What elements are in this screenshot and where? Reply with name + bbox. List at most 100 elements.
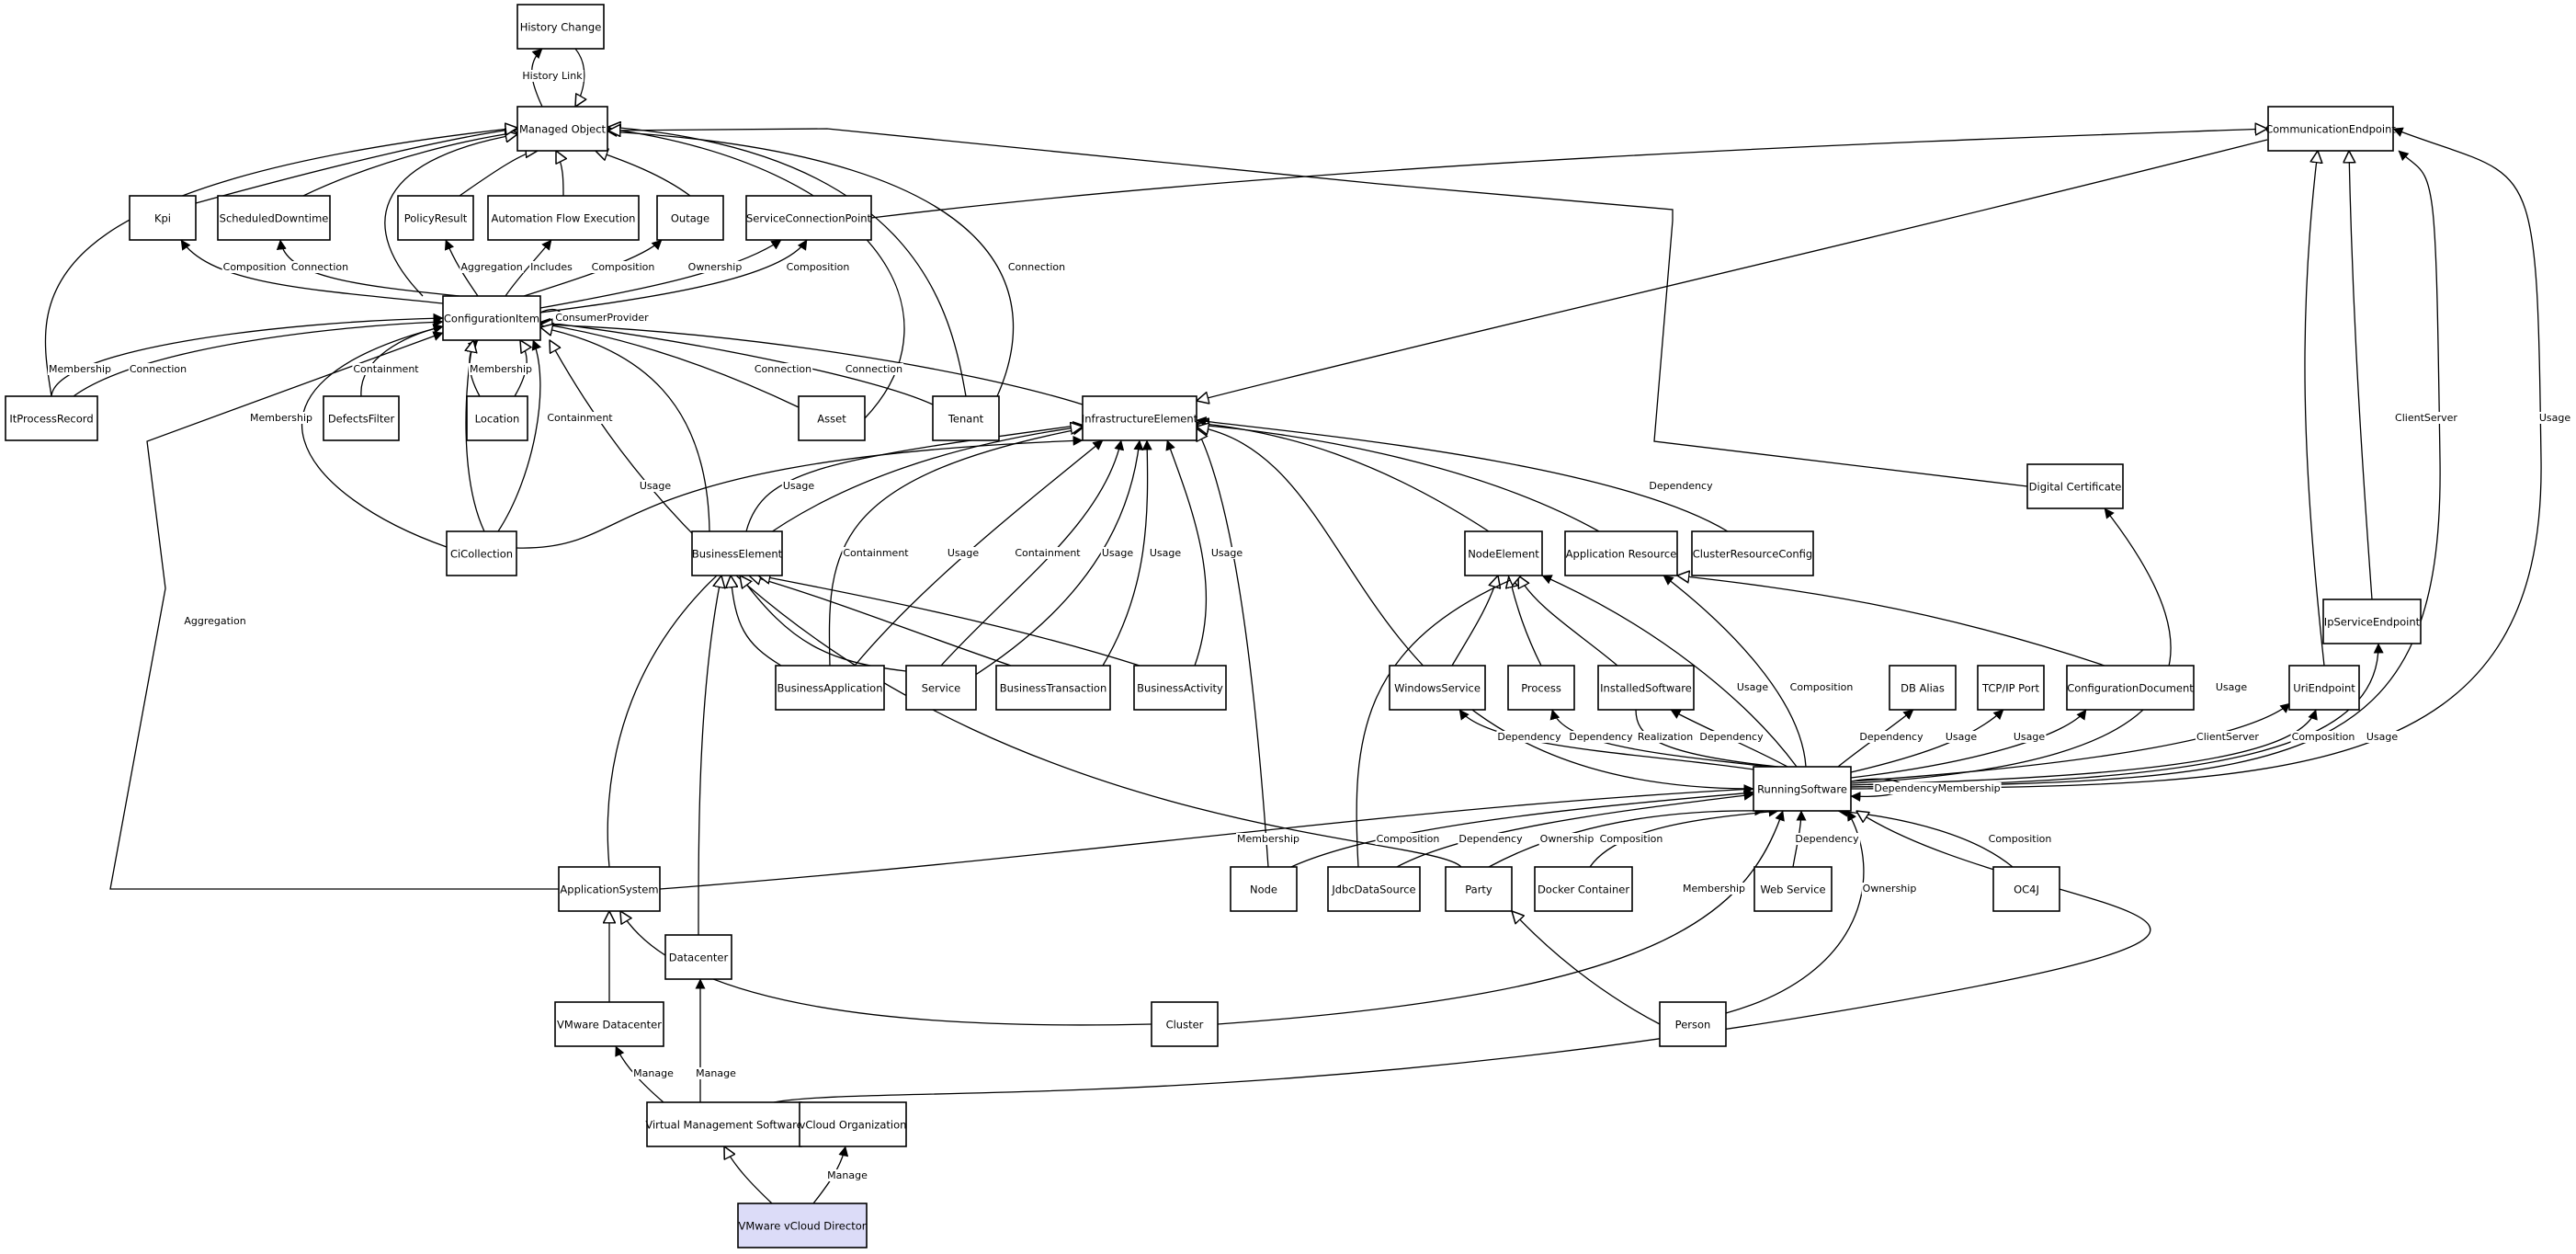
node-box[interactable] [2267,106,2394,152]
node-box[interactable] [2288,665,2360,711]
node-docker-container[interactable]: Docker Container [1534,866,1633,912]
node-box[interactable] [1691,530,1814,576]
node-box[interactable] [1230,866,1298,912]
node-service-connection-point[interactable]: ServiceConnectionPoint [745,195,872,241]
node-asset[interactable]: Asset [798,395,866,441]
node-box[interactable] [691,530,783,576]
node-defects-filter[interactable]: DefectsFilter [323,395,400,441]
node-business-application[interactable]: BusinessApplication [775,665,885,711]
node-tenant[interactable]: Tenant [932,395,1000,441]
node-box[interactable] [1753,766,1852,812]
node-policy-result[interactable]: PolicyResult [397,195,474,241]
node-history-change[interactable]: History Change [516,4,605,50]
node-infrastructure-element[interactable]: InfrastructureElement [1082,395,1198,441]
node-process[interactable]: Process [1507,665,1575,711]
node-business-element[interactable]: BusinessElement [691,530,783,576]
node-box[interactable] [1597,665,1695,711]
node-ip-service-endpoint[interactable]: IpServiceEndpoint [2322,598,2422,644]
node-application-resource[interactable]: Application Resource [1564,530,1678,576]
node-box[interactable] [1327,866,1421,912]
node-box[interactable] [1889,665,1957,711]
node-box[interactable] [664,934,732,980]
edge-installed-software-to-node-element [1518,576,1618,667]
node-vmware-vcloud-director[interactable]: VMware vCloud Director [737,1203,868,1248]
node-box[interactable] [1659,1001,1727,1047]
node-box[interactable] [487,195,640,241]
node-box[interactable] [656,195,724,241]
node-managed-object[interactable]: Managed Object [516,106,608,152]
node-location[interactable]: Location [466,395,528,441]
node-box[interactable] [5,395,98,441]
node-configuration-item[interactable]: ConfigurationItem [442,295,541,341]
node-party[interactable]: Party [1445,866,1513,912]
node-windows-service[interactable]: WindowsService [1389,665,1486,711]
node-box[interactable] [1753,866,1833,912]
node-box[interactable] [1445,866,1513,912]
node-box[interactable] [323,395,400,441]
node-running-software[interactable]: RunningSoftware [1753,766,1852,812]
node-box[interactable] [1564,530,1678,576]
node-box[interactable] [1507,665,1575,711]
node-box[interactable] [466,395,528,441]
node-box[interactable] [397,195,474,241]
node-box[interactable] [1389,665,1486,711]
node-box[interactable] [446,530,517,576]
node-ci-collection[interactable]: CiCollection [446,530,517,576]
node-box[interactable] [2322,598,2422,644]
node-box[interactable] [516,4,605,50]
node-configuration-document[interactable]: ConfigurationDocument [2066,665,2195,711]
node-box[interactable] [737,1203,868,1248]
node-tcpip-port[interactable]: TCP/IP Port [1977,665,2045,711]
node-box[interactable] [2026,463,2124,509]
node-box[interactable] [775,665,885,711]
node-automation-flow-execution[interactable]: Automation Flow Execution [487,195,640,241]
node-box[interactable] [798,395,866,441]
node-box[interactable] [995,665,1111,711]
node-box[interactable] [217,195,331,241]
node-box[interactable] [129,195,197,241]
node-digital-certificate[interactable]: Digital Certificate [2026,463,2124,509]
node-box[interactable] [905,665,977,711]
node-box[interactable] [745,195,872,241]
node-application-system[interactable]: ApplicationSystem [558,866,661,912]
node-vcloud-organization[interactable]: vCloud Organization [799,1101,907,1147]
node-communication-endpoint[interactable]: CommunicationEndpoint [2265,106,2396,152]
node-box[interactable] [1133,665,1227,711]
node-person[interactable]: Person [1659,1001,1727,1047]
node-cluster[interactable]: Cluster [1151,1001,1219,1047]
node-box[interactable] [1082,395,1197,441]
node-scheduled-downtime[interactable]: ScheduledDowntime [217,195,331,241]
node-box[interactable] [442,295,541,341]
node-box[interactable] [799,1101,907,1147]
node-node-element[interactable]: NodeElement [1464,530,1543,576]
node-node[interactable]: Node [1230,866,1298,912]
node-box[interactable] [554,1001,664,1047]
node-box[interactable] [1977,665,2045,711]
node-it-process-record[interactable]: ItProcessRecord [5,395,98,441]
node-box[interactable] [558,866,661,912]
node-jdbc-data-source[interactable]: JdbcDataSource [1327,866,1421,912]
node-box[interactable] [2066,665,2195,711]
node-installed-software[interactable]: InstalledSoftware [1597,665,1695,711]
node-box[interactable] [1992,866,2060,912]
node-box[interactable] [1464,530,1543,576]
node-box[interactable] [516,106,608,152]
node-box[interactable] [1534,866,1633,912]
node-service[interactable]: Service [905,665,977,711]
node-vmware-datacenter[interactable]: VMware Datacenter [554,1001,664,1047]
node-virtual-management-software[interactable]: Virtual Management Software [645,1101,803,1147]
node-box[interactable] [932,395,1000,441]
node-oc4j[interactable]: OC4J [1992,866,2060,912]
node-web-service[interactable]: Web Service [1753,866,1833,912]
node-business-transaction[interactable]: BusinessTransaction [995,665,1111,711]
node-uri-endpoint[interactable]: UriEndpoint [2288,665,2360,711]
node-datacenter[interactable]: Datacenter [664,934,732,980]
node-cluster-resource-config[interactable]: ClusterResourceConfig [1691,530,1814,576]
node-kpi[interactable]: Kpi [129,195,197,241]
node-box[interactable] [646,1101,802,1147]
node-outage[interactable]: Outage [656,195,724,241]
node-box[interactable] [1151,1001,1219,1047]
node-db-alias[interactable]: DB Alias [1889,665,1957,711]
node-business-activity[interactable]: BusinessActivity [1133,665,1227,711]
